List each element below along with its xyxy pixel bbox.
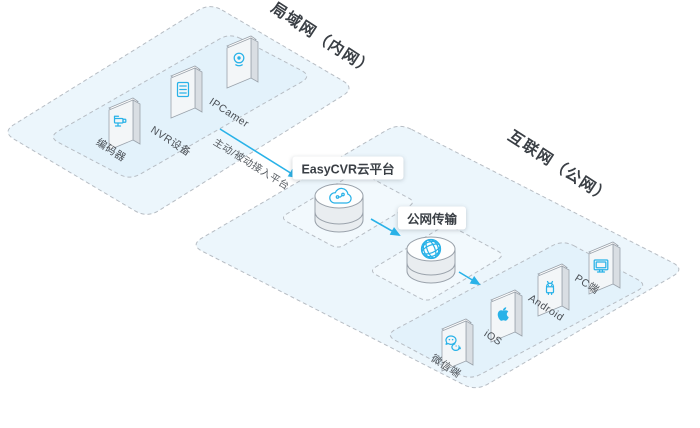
- nvr-device: [170, 65, 203, 119]
- wechat-client: [441, 318, 474, 372]
- android-icon: [545, 280, 555, 296]
- server-icon: [176, 81, 190, 98]
- transmission-node-label: 公网传输: [397, 206, 467, 230]
- ipcamera-device: [226, 35, 259, 89]
- cloud-to-transmission-arrow: [370, 218, 401, 237]
- globe-icon: [420, 238, 442, 260]
- pc-client: [588, 241, 621, 295]
- android-client: [537, 263, 570, 317]
- encoder-device: [108, 97, 141, 151]
- ios-client: [490, 289, 523, 343]
- webcam-icon: [233, 52, 245, 67]
- cloud-circuit-icon: [329, 187, 352, 204]
- monitor-icon: [593, 259, 609, 273]
- access-arrow: [219, 128, 299, 179]
- wechat-icon: [445, 335, 461, 352]
- easycvr-node-label: EasyCVR云平台: [292, 156, 404, 180]
- cctv-camera-icon: [113, 115, 127, 127]
- transmission-node: [406, 236, 456, 284]
- apple-icon: [497, 307, 509, 321]
- easycvr-node: [314, 183, 364, 233]
- transmission-to-clients-arrow: [458, 271, 481, 286]
